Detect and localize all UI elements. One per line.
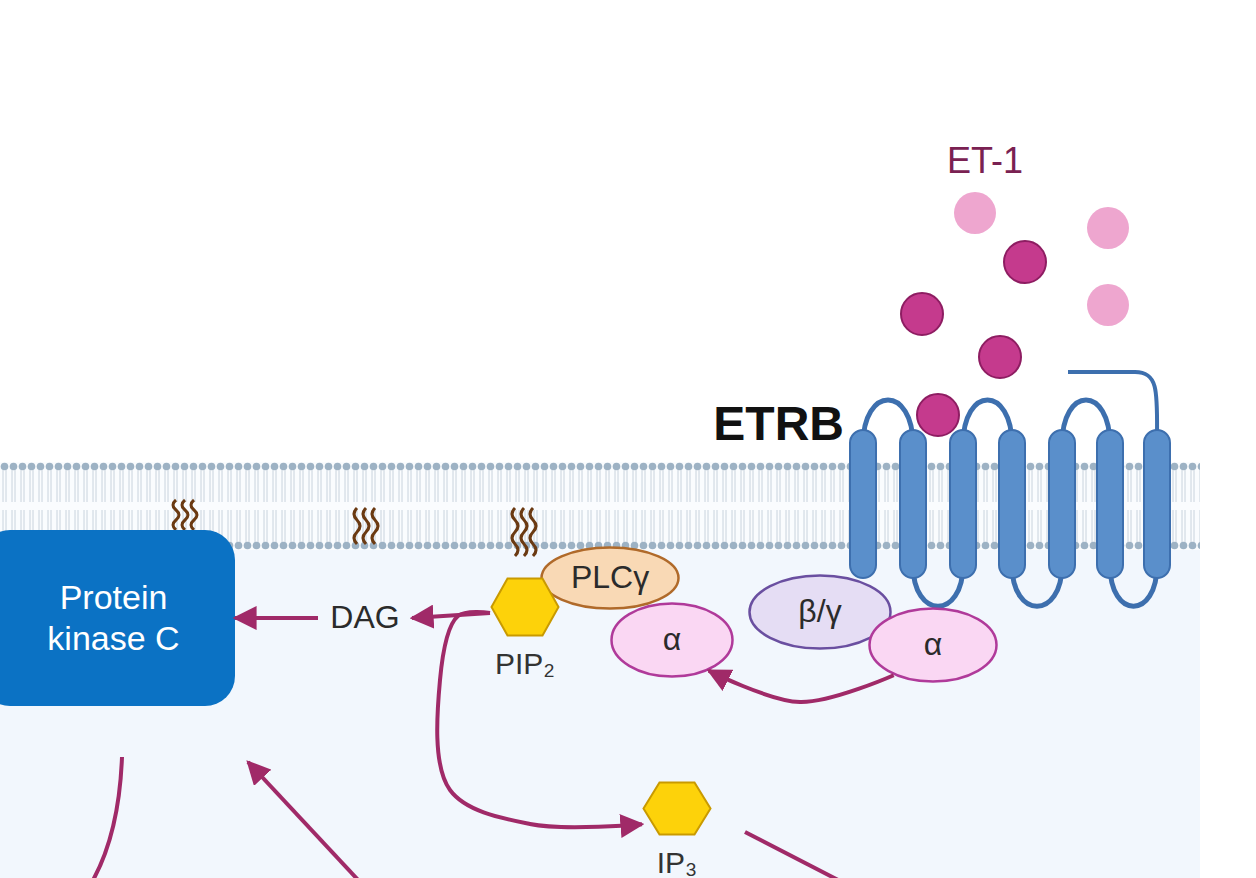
signal-arrow: [437, 612, 642, 827]
node-label: β/γ: [798, 594, 841, 629]
ligand-bound: [917, 394, 959, 436]
transmembrane-helix: [1097, 430, 1123, 578]
ligands: [901, 192, 1129, 436]
lipid-tail: [372, 508, 378, 544]
node-outline: [490, 577, 560, 637]
receptor-label: ETRB: [713, 398, 844, 451]
node-label: α: [924, 627, 943, 662]
molecule-label: PIP₂: [495, 647, 555, 680]
node-label: PLCγ: [571, 560, 649, 595]
lipid-tail: [182, 500, 188, 530]
g-alpha-oval: α: [868, 607, 998, 683]
kinase-box: Protein kinase C: [0, 530, 235, 706]
ligand-inactive: [1087, 207, 1129, 249]
g-alpha-oval: α: [610, 602, 734, 678]
transmembrane-helix: [900, 430, 926, 578]
hexagon-outline: [644, 783, 711, 835]
ligand-label: ET-1: [947, 140, 1023, 182]
signal-line: [745, 832, 842, 878]
molecule-label: IP₃: [657, 846, 698, 878]
hexagon-molecule: IP₃: [642, 781, 712, 836]
transmembrane-helix: [1144, 430, 1170, 578]
lipid-tail: [173, 500, 179, 530]
signal-line: [92, 757, 122, 878]
signal-arrow: [709, 671, 894, 702]
lipid-tail: [512, 508, 518, 556]
oval-outline: [870, 609, 997, 682]
lipid-label: DAG: [318, 598, 412, 638]
oval-outline: [612, 604, 733, 677]
node-label: DAG: [330, 600, 399, 635]
transmembrane-helix: [850, 430, 876, 578]
lipid-tail: [363, 508, 369, 544]
ligand: [901, 293, 943, 335]
lipid-tail: [354, 508, 360, 544]
oval-outline: [542, 548, 679, 609]
ligand-inactive: [954, 192, 996, 234]
node-label: α: [663, 622, 682, 657]
ligand: [979, 336, 1021, 378]
transmembrane-helix: [1049, 430, 1075, 578]
transmembrane-helix: [999, 430, 1025, 578]
lipid-tail: [521, 508, 527, 556]
receptor-shape: [850, 372, 1170, 606]
ligand-inactive: [1087, 284, 1129, 326]
hexagon-molecule: PIP₂: [490, 577, 560, 637]
receptor: ETRB: [850, 370, 1175, 610]
signal-arrow: [235, 616, 318, 620]
lipid-tail: [530, 508, 536, 556]
node-outline: [642, 781, 712, 836]
node-label: Protein kinase C: [16, 577, 211, 659]
signal-arrow: [248, 762, 360, 878]
ligand: [1004, 241, 1046, 283]
transmembrane-helix: [950, 430, 976, 578]
node-outline: [850, 370, 1175, 610]
enzyme-oval: PLCγ: [540, 546, 680, 610]
lipid-tail: [191, 500, 197, 530]
offscreen-arrows: [92, 757, 842, 878]
oval-outline: [750, 576, 891, 649]
signal-arrow: [412, 613, 490, 618]
